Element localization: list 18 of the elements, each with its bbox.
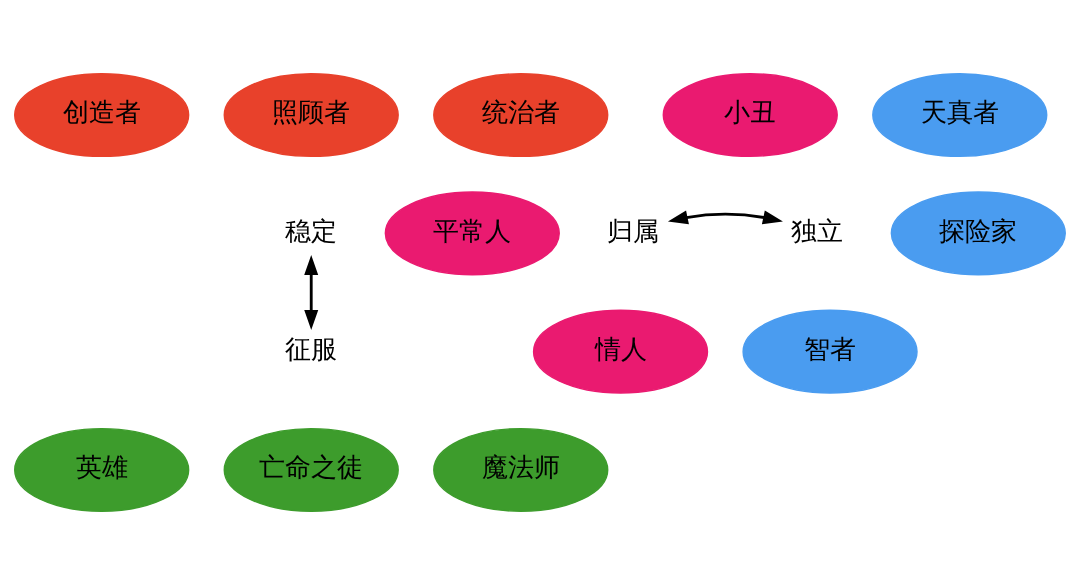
arrow — [667, 209, 783, 224]
node-ellipse: 小丑 — [662, 72, 838, 157]
node-text: 独立 — [791, 215, 844, 246]
arrow — [304, 254, 319, 330]
node-ellipse: 魔法师 — [433, 427, 609, 512]
node-ellipse: 英雄 — [14, 427, 190, 512]
node-text: 稳定 — [285, 215, 338, 246]
node-ellipse: 亡命之徒 — [223, 427, 399, 512]
node-ellipse: 平常人 — [384, 190, 560, 275]
node-text: 征服 — [285, 333, 338, 364]
node-ellipse: 智者 — [742, 309, 918, 394]
node-ellipse: 天真者 — [872, 72, 1048, 157]
node-ellipse: 探险家 — [890, 190, 1066, 275]
node-text: 归属 — [607, 215, 660, 246]
node-ellipse: 照顾者 — [223, 72, 399, 157]
node-ellipse: 创造者 — [14, 72, 190, 157]
node-ellipse: 统治者 — [433, 72, 609, 157]
node-ellipse: 情人 — [532, 309, 709, 394]
